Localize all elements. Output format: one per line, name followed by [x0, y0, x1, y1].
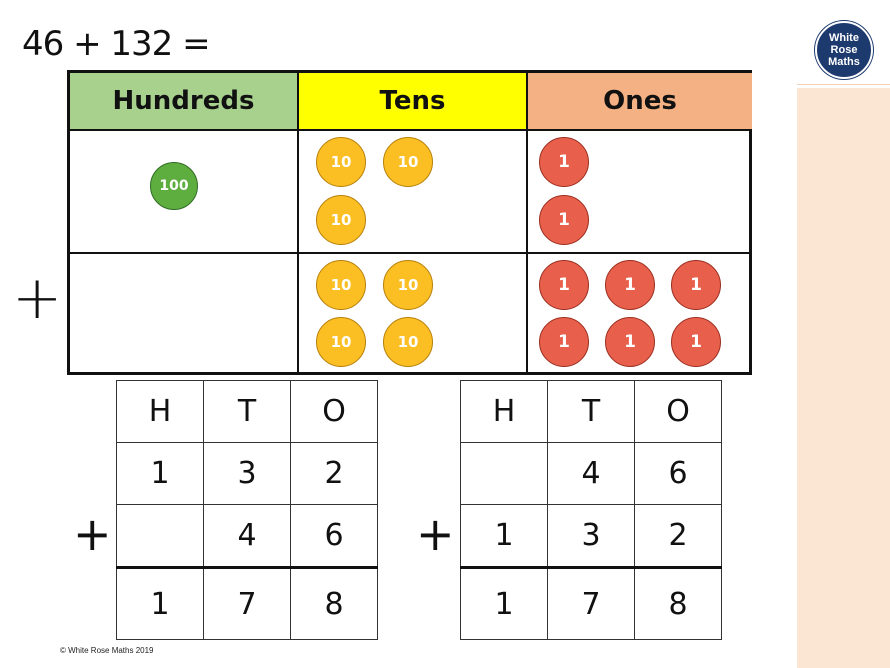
- header-o: O: [634, 380, 722, 443]
- digit-cell: 6: [290, 504, 378, 568]
- total-cell: 7: [203, 566, 291, 640]
- ten-counter: 10: [316, 137, 366, 187]
- ten-counter: 10: [383, 137, 433, 187]
- one-counter: 1: [539, 317, 589, 367]
- digit-cell: 3: [203, 442, 291, 505]
- digit-cell: [116, 504, 204, 568]
- digit-cell: 2: [290, 442, 378, 505]
- place-value-chart: Hundreds Tens Ones 100 10 10 10 1 1 10 1…: [67, 70, 752, 375]
- digit-cell: 4: [203, 504, 291, 568]
- plus-sign-chart: +: [12, 263, 63, 333]
- total-cell: 7: [547, 566, 635, 640]
- digit-cell: 2: [634, 504, 722, 568]
- one-counter: 1: [539, 195, 589, 245]
- digit-cell: 6: [634, 442, 722, 505]
- logo-line-1: White: [829, 32, 859, 44]
- digit-cell: 4: [547, 442, 635, 505]
- digit-cell: [460, 442, 548, 505]
- ten-counter: 10: [316, 317, 366, 367]
- white-rose-maths-logo: White Rose Maths: [815, 21, 873, 79]
- total-cell: 8: [290, 566, 378, 640]
- plus-sign-right: +: [416, 507, 455, 561]
- row-divider: [70, 252, 749, 254]
- column-addition-left: H T O 1 3 2 4 6 1 7 8: [116, 380, 378, 640]
- header-hundreds: Hundreds: [70, 73, 297, 131]
- header-ones: Ones: [528, 73, 752, 131]
- one-counter: 1: [605, 260, 655, 310]
- copyright-text: © White Rose Maths 2019: [60, 646, 154, 655]
- column-addition-right: H T O 4 6 1 3 2 1 7 8: [460, 380, 722, 640]
- ten-counter: 10: [383, 260, 433, 310]
- side-panel: [797, 0, 890, 668]
- logo-line-3: Maths: [828, 56, 860, 68]
- header-t: T: [203, 380, 291, 443]
- side-divider: [797, 84, 890, 88]
- header-t: T: [547, 380, 635, 443]
- one-counter: 1: [539, 260, 589, 310]
- total-cell: 1: [460, 566, 548, 640]
- equation-title: 46 + 132 =: [22, 24, 211, 64]
- hundred-counter: 100: [150, 162, 198, 210]
- ten-counter: 10: [383, 317, 433, 367]
- column-divider: [526, 73, 528, 372]
- digit-cell: 1: [116, 442, 204, 505]
- header-h: H: [116, 380, 204, 443]
- one-counter: 1: [605, 317, 655, 367]
- header-tens: Tens: [299, 73, 526, 131]
- one-counter: 1: [539, 137, 589, 187]
- logo-line-2: Rose: [830, 44, 858, 56]
- one-counter: 1: [671, 260, 721, 310]
- digit-cell: 3: [547, 504, 635, 568]
- header-o: O: [290, 380, 378, 443]
- plus-sign-left: +: [73, 507, 112, 561]
- ten-counter: 10: [316, 260, 366, 310]
- total-cell: 1: [116, 566, 204, 640]
- ten-counter: 10: [316, 195, 366, 245]
- total-cell: 8: [634, 566, 722, 640]
- header-h: H: [460, 380, 548, 443]
- digit-cell: 1: [460, 504, 548, 568]
- one-counter: 1: [671, 317, 721, 367]
- column-divider: [297, 73, 299, 372]
